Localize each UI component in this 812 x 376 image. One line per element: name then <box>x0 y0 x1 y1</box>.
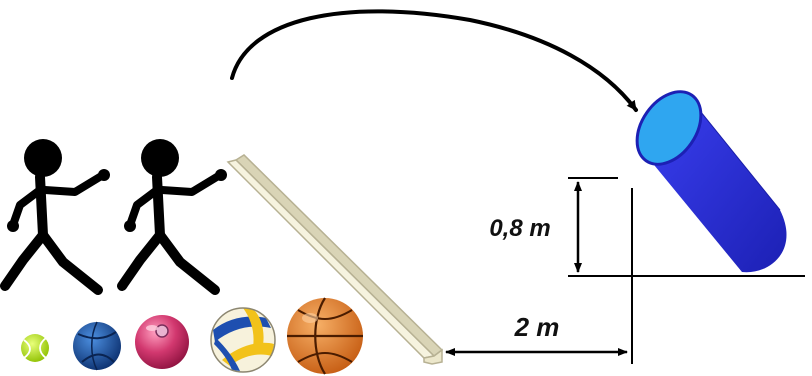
trajectory-arrow <box>230 9 638 112</box>
height-dimension <box>568 177 805 277</box>
tennis-ball-icon <box>21 334 49 362</box>
volleyball-icon <box>210 307 276 373</box>
target-opening <box>635 90 703 166</box>
throwing-line-board <box>226 154 444 365</box>
distance-dimension <box>445 188 633 364</box>
target-cylinder <box>635 90 787 273</box>
stick-figure-thrower <box>0 139 110 295</box>
stick-figure-thrower <box>117 139 227 295</box>
rhythmic-gymnastics-ball-icon <box>135 315 189 369</box>
handball-icon <box>73 321 121 371</box>
basketball-icon <box>287 297 363 375</box>
distance-label: 2 m <box>514 312 560 342</box>
height-label: 0,8 m <box>489 215 550 242</box>
